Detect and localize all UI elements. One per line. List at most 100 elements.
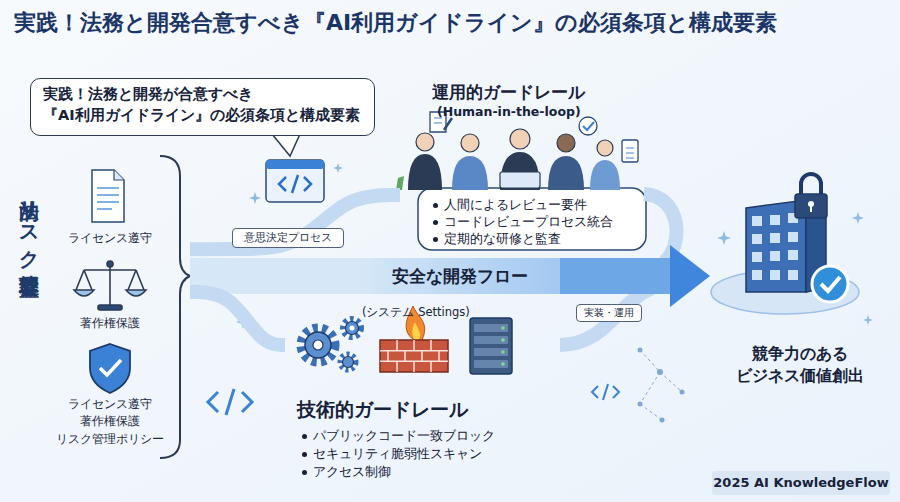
flow-connector xyxy=(190,195,400,249)
team-illustration xyxy=(626,147,634,149)
server-icon xyxy=(470,318,512,374)
bubble-text: 実践！法務と開発が合意すべき 『AI利用ガイドライン』の必須条項と構成要素 xyxy=(43,84,364,126)
server-icon xyxy=(501,362,505,366)
building-icon xyxy=(770,215,780,225)
firewall-icon xyxy=(412,322,420,340)
document-icon xyxy=(97,208,112,210)
tag-text: 意思決定プロセス xyxy=(233,229,343,247)
server-icon xyxy=(474,360,508,368)
firewall-icon xyxy=(413,340,415,351)
building-icon xyxy=(752,213,798,280)
gear-icon xyxy=(350,326,355,331)
speech-bubble: 実践！法務と開発が合意すべき 『AI利用ガイドライン』の必須条項と構成要素 xyxy=(30,78,375,136)
gear-icon xyxy=(343,357,354,368)
building-icon xyxy=(812,266,848,302)
network-decoration xyxy=(640,404,662,420)
building-icon xyxy=(821,277,840,291)
code-symbol xyxy=(242,392,252,412)
shield-icon xyxy=(100,360,121,375)
system-label: (システム Settings) xyxy=(362,305,470,320)
code-window-icon xyxy=(266,160,324,202)
watermark: 2025 AI KnowledgeFlow xyxy=(712,471,890,495)
scales-icon xyxy=(126,290,146,296)
building-icon xyxy=(752,270,762,280)
document-icon xyxy=(97,187,119,189)
network-decoration xyxy=(640,350,660,372)
server-icon xyxy=(470,318,512,374)
icon-item: ライセンス遵守 xyxy=(50,162,170,250)
building-icon xyxy=(770,233,780,243)
server-icon xyxy=(474,324,508,332)
team-illustration xyxy=(396,176,404,190)
document-icon xyxy=(97,194,119,196)
scales-icon xyxy=(84,270,92,290)
team-illustration xyxy=(444,118,452,130)
code-window-icon xyxy=(292,175,298,193)
firewall-icon xyxy=(396,361,398,372)
tag-box: 実装・運用 xyxy=(576,304,642,322)
gear-icon xyxy=(343,319,361,337)
code-symbol xyxy=(603,384,608,400)
gear-icon xyxy=(340,354,356,370)
sparkle xyxy=(852,212,864,224)
bracket xyxy=(160,156,190,458)
foundation-group: 法的リスク管理基盤ライセンス遵守著作権保護ライセンス遵守 著作権保護 リスク管理… xyxy=(12,150,190,460)
sparkle xyxy=(333,163,343,173)
section-heading: 技術的ガードレール xyxy=(297,397,552,423)
title: 実践！法務と開発合意すべき『AI利用ガイドライン』の必須条項と構成要素 xyxy=(14,8,777,38)
team-illustration xyxy=(583,122,594,130)
building-icon xyxy=(801,174,821,196)
building-icon xyxy=(711,174,859,314)
bullet-item: アクセス制御 xyxy=(299,464,554,480)
section-heading: 運用的ガードレール xyxy=(432,81,647,104)
team-illustration xyxy=(557,134,575,152)
team-illustration xyxy=(622,140,638,162)
building-icon xyxy=(795,194,827,218)
sparkle xyxy=(863,315,873,325)
team-illustration xyxy=(434,122,442,124)
firewall-icon xyxy=(438,351,440,362)
team-illustration xyxy=(590,160,620,190)
bullet-item: セキュリティ脆弱性スキャン xyxy=(299,446,554,462)
firewall-icon xyxy=(404,351,406,362)
building-icon xyxy=(752,252,762,262)
team-illustration xyxy=(597,140,613,156)
gear-icon xyxy=(301,328,335,362)
document-icon xyxy=(92,170,124,222)
icon-caption: 著作権保護 xyxy=(50,315,170,332)
team-illustration xyxy=(510,129,530,149)
team-illustration xyxy=(500,172,540,188)
scales-icon xyxy=(109,262,111,305)
gear-icon xyxy=(313,340,323,350)
network-decoration xyxy=(638,402,643,407)
team-illustration xyxy=(626,152,634,154)
icon-caption: ライセンス遵守 xyxy=(50,230,170,247)
building-icon xyxy=(752,234,762,244)
team-illustration xyxy=(548,156,584,190)
server-icon xyxy=(501,350,505,354)
bubble-tail xyxy=(272,134,300,156)
server-icon xyxy=(501,338,505,342)
flow-text: 安全な開発フロー xyxy=(360,258,560,294)
building-icon xyxy=(810,205,812,212)
network-decoration xyxy=(660,418,665,423)
network-decoration xyxy=(638,348,643,353)
section-subheading: (Human-in-the-loop) xyxy=(437,104,637,119)
sparkle xyxy=(249,192,261,204)
flow-band xyxy=(560,288,652,345)
code-symbol xyxy=(613,386,619,398)
server-icon xyxy=(474,336,508,344)
firewall-icon xyxy=(380,340,448,372)
code-window-icon xyxy=(266,160,324,169)
goal-node: 競争力のある ビジネス価値創出 xyxy=(710,180,890,405)
building-icon xyxy=(752,216,762,226)
guardrail-section: 運用的ガードレール(Human-in-the-loop)人間によるレビュー要件コ… xyxy=(400,78,650,250)
building-icon xyxy=(770,270,780,280)
bullet-item: コードレビュープロセス統合 xyxy=(430,214,645,230)
team-illustration xyxy=(452,156,488,190)
gear-icon xyxy=(346,322,359,335)
code-symbol xyxy=(592,386,598,398)
flow-arrow-body: 安全な開発フロー xyxy=(360,258,560,294)
network-decoration xyxy=(657,369,663,375)
